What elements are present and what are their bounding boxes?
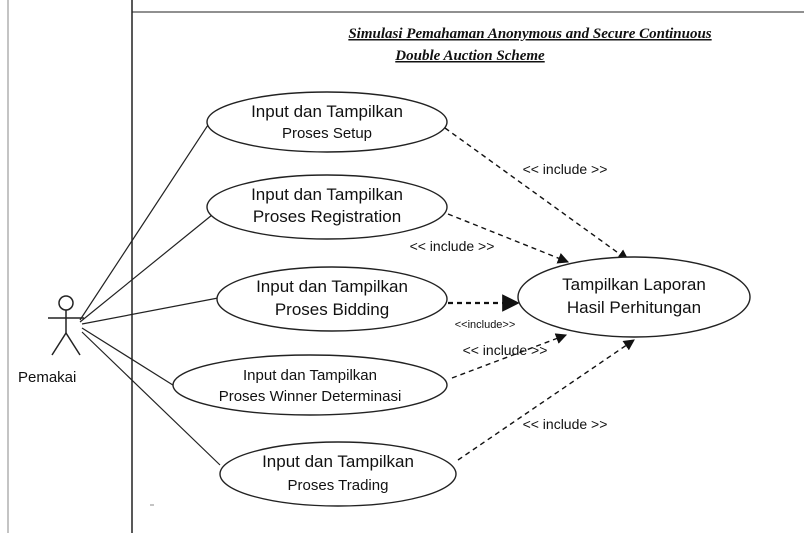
use-case-laporan[interactable]: Tampilkan Laporan Hasil Perhitungan xyxy=(517,256,751,338)
use-case-winner-line-1: Input dan Tampilkan xyxy=(243,367,377,384)
include-label-1: << include >> xyxy=(523,161,608,177)
include-label-4: << include >> xyxy=(463,342,548,358)
system-title-line-1: Simulasi Pemahaman Anonymous and Secure … xyxy=(348,26,711,42)
include-relations xyxy=(444,127,635,461)
association-winner xyxy=(81,327,177,388)
use-case-trading[interactable]: Input dan Tampilkan Proses Trading xyxy=(219,441,457,507)
include-label-3: <<include>> xyxy=(455,319,516,331)
include-arrow-winner xyxy=(451,333,568,379)
use-case-setup[interactable]: Input dan Tampilkan Proses Setup xyxy=(206,91,448,153)
use-case-registration[interactable]: Input dan Tampilkan Proses Registration xyxy=(206,174,448,240)
use-case-winner-line-2: Proses Winner Determinasi xyxy=(219,388,402,405)
use-case-setup-line-2: Proses Setup xyxy=(282,125,372,142)
stick-figure-icon xyxy=(48,295,84,356)
use-case-laporan-line-1: Tampilkan Laporan xyxy=(562,275,706,294)
system-title-line-2: Double Auction Scheme xyxy=(394,48,545,64)
use-case-setup-line-1: Input dan Tampilkan xyxy=(251,102,403,121)
use-case-trading-line-1: Input dan Tampilkan xyxy=(262,452,414,471)
use-case-bidding-line-2: Proses Bidding xyxy=(275,300,389,319)
actor-pemakai: Pemakai xyxy=(18,295,84,386)
include-label-5: << include >> xyxy=(523,416,608,432)
use-case-laporan-line-2: Hasil Perhitungan xyxy=(567,298,701,317)
include-arrow-registration xyxy=(447,213,570,264)
use-case-winner-determinasi[interactable]: Input dan Tampilkan Proses Winner Determ… xyxy=(172,354,448,416)
association-setup xyxy=(79,124,209,321)
use-case-trading-line-2: Proses Trading xyxy=(288,477,389,494)
system-boundary xyxy=(7,0,804,533)
use-case-registration-line-1: Input dan Tampilkan xyxy=(251,185,403,204)
association-registration xyxy=(79,214,213,323)
association-trading xyxy=(81,331,221,466)
use-case-bidding[interactable]: Input dan Tampilkan Proses Bidding xyxy=(216,266,448,332)
actor-label: Pemakai xyxy=(18,369,76,386)
use-case-registration-line-2: Proses Registration xyxy=(253,207,401,226)
associations xyxy=(79,124,221,466)
include-arrow-trading xyxy=(457,339,635,461)
association-bidding xyxy=(81,297,219,325)
use-case-bidding-line-1: Input dan Tampilkan xyxy=(256,277,408,296)
include-label-2: << include >> xyxy=(410,238,495,254)
include-arrow-setup xyxy=(444,127,629,261)
